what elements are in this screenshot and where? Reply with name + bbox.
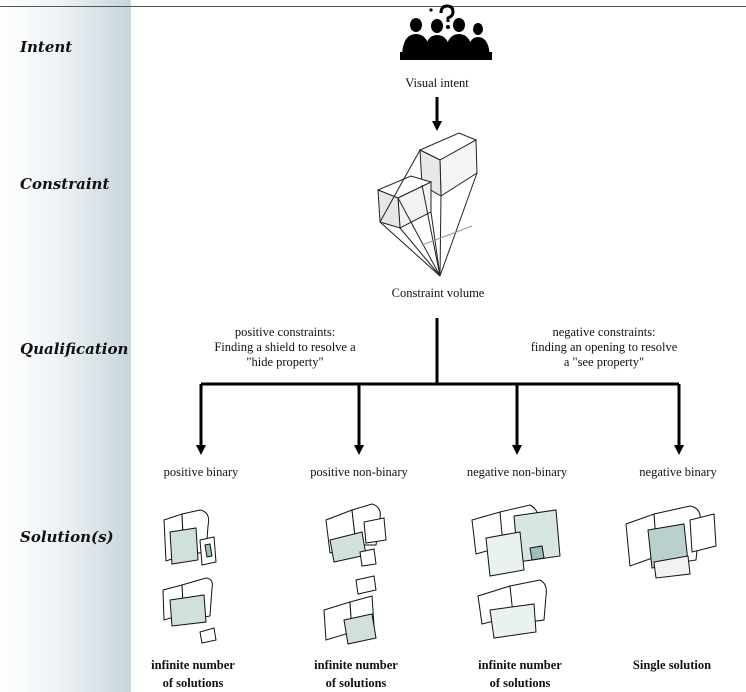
result-line-2: of solutions	[325, 676, 387, 690]
branch-title-negative-nonbinary: negative non-binary	[466, 465, 568, 479]
solution-positive-nonbinary-icon	[323, 503, 387, 645]
stage-qualification: Qualification	[20, 340, 129, 358]
stage-constraint: Constraint	[20, 175, 110, 193]
visual-intent-label: Visual intent	[405, 76, 469, 90]
result-line-2: of solutions	[489, 676, 551, 690]
negative-constraints-line-1: negative constraints:	[552, 325, 656, 339]
question-dot-icon	[446, 25, 450, 29]
solution-positive-binary-icon	[162, 509, 217, 644]
negative-constraints-text: negative constraints: finding an opening…	[488, 325, 720, 370]
question-dot-small-icon	[429, 8, 433, 12]
top-rule	[0, 6, 746, 7]
branch-result-positive-nonbinary: infinite number of solutions	[294, 656, 418, 692]
positive-constraints-text: positive constraints: Finding a shield t…	[180, 325, 390, 370]
branch-result-positive-binary: infinite number of solutions	[131, 656, 255, 692]
constraint-volume-label: Constraint volume	[391, 286, 485, 300]
result-line-1: Single solution	[632, 658, 712, 672]
branch-result-negative-binary: Single solution	[610, 656, 734, 674]
solution-negative-nonbinary-icon	[471, 504, 561, 639]
positive-constraints-line-1: positive constraints:	[234, 325, 336, 339]
branch-result-negative-nonbinary: infinite number of solutions	[458, 656, 582, 692]
constraint-volume-icon	[376, 132, 478, 277]
audience-silhouette-icon	[400, 18, 492, 60]
branch-title-positive-binary: positive binary	[163, 465, 239, 479]
stage-solutions: Solution(s)	[20, 528, 114, 546]
result-line-1: infinite number	[314, 658, 398, 672]
stage-intent: Intent	[20, 38, 73, 56]
qualification-tree	[196, 318, 684, 455]
negative-constraints-line-2: finding an opening to resolve	[530, 340, 678, 354]
result-line-1: infinite number	[478, 658, 562, 672]
branch-title-positive-nonbinary: positive non-binary	[310, 465, 408, 479]
result-line-2: of solutions	[162, 676, 224, 690]
positive-constraints-line-3: "hide property"	[246, 355, 324, 369]
negative-constraints-line-3: a "see property"	[563, 355, 645, 369]
positive-constraints-line-2: Finding a shield to resolve a	[214, 340, 356, 354]
branch-title-negative-binary: negative binary	[639, 465, 717, 479]
solution-negative-binary-icon	[625, 505, 717, 579]
result-line-1: infinite number	[151, 658, 235, 672]
question-mark-icon	[439, 4, 455, 22]
stage-sidebar	[0, 0, 131, 692]
